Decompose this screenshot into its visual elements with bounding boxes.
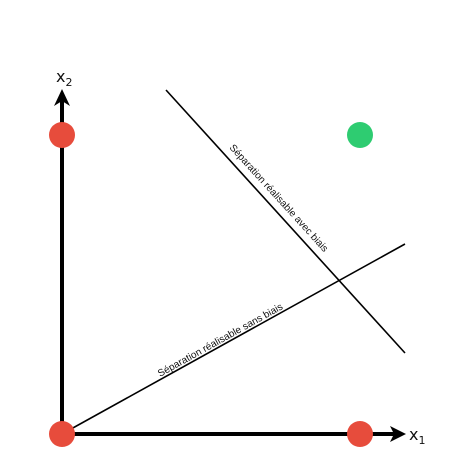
- x1-axis-label-subscript: 1: [418, 434, 425, 447]
- x1-axis-label-main: x: [409, 425, 418, 444]
- x2-axis-label-subscript: 2: [65, 76, 72, 89]
- x2-axis-arrowhead: [54, 89, 70, 106]
- x2-axis-label: x2: [56, 67, 72, 89]
- without-bias-line-label: Séparation réalisable sans biais: [156, 302, 285, 380]
- point-origin-red: [49, 421, 75, 447]
- x1-axis-label: x1: [409, 425, 425, 447]
- point-x2-red: [49, 122, 75, 148]
- point-x1-red: [347, 421, 373, 447]
- with-bias-line-label: Séparation réalisable avec biais: [227, 143, 330, 255]
- x2-axis-label-main: x: [56, 67, 65, 86]
- separation-line-with-bias: [165, 89, 406, 354]
- separation-line-without-bias: [61, 243, 406, 435]
- point-diagonal-green: [347, 122, 373, 148]
- x1-axis-arrowhead: [390, 426, 406, 442]
